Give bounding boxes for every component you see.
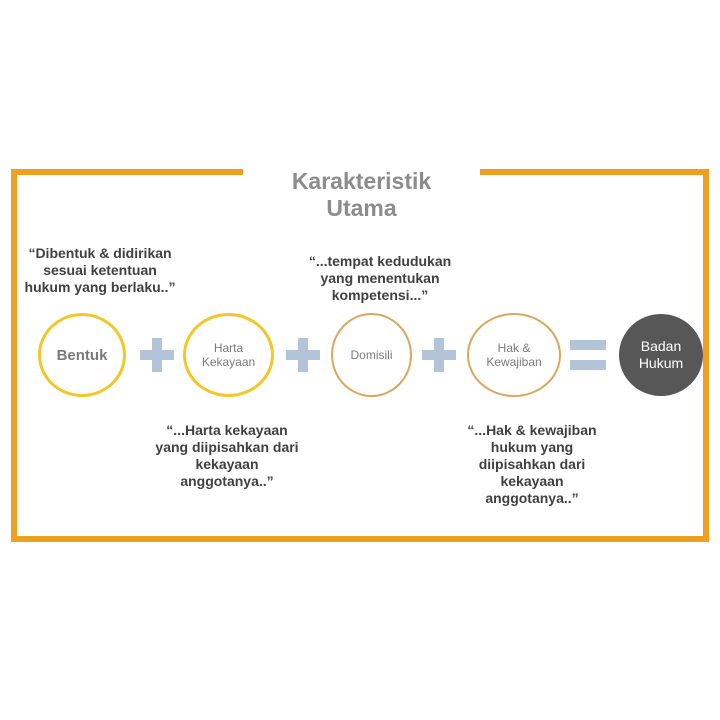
plus-icon-2 (286, 338, 320, 372)
diagram-title: Karakteristik Utama (291, 168, 432, 221)
plus-icon-1 (140, 338, 174, 372)
node-harta-kekayaan: Harta Kekayaan (183, 313, 274, 397)
node-bentuk: Bentuk (38, 313, 126, 397)
quote-bentuk: “Dibentuk & didirikan sesuai ketentuan h… (24, 245, 176, 295)
title-gap (243, 160, 480, 184)
node-hak-kewajiban: Hak & Kewajiban (467, 313, 561, 397)
node-domisili: Domisili (331, 313, 412, 397)
quote-harta: “...Harta kekayaan yang diipisahkan dari… (155, 422, 299, 489)
plus-icon-3 (422, 338, 456, 372)
quote-domisili: “...tempat kedudukan yang menentukan kom… (308, 253, 452, 303)
quote-hak: “...Hak & kewajiban hukum yang diipisahk… (467, 422, 597, 506)
node-badan-hukum: Badan Hukum (619, 314, 703, 396)
equals-icon (570, 340, 606, 370)
